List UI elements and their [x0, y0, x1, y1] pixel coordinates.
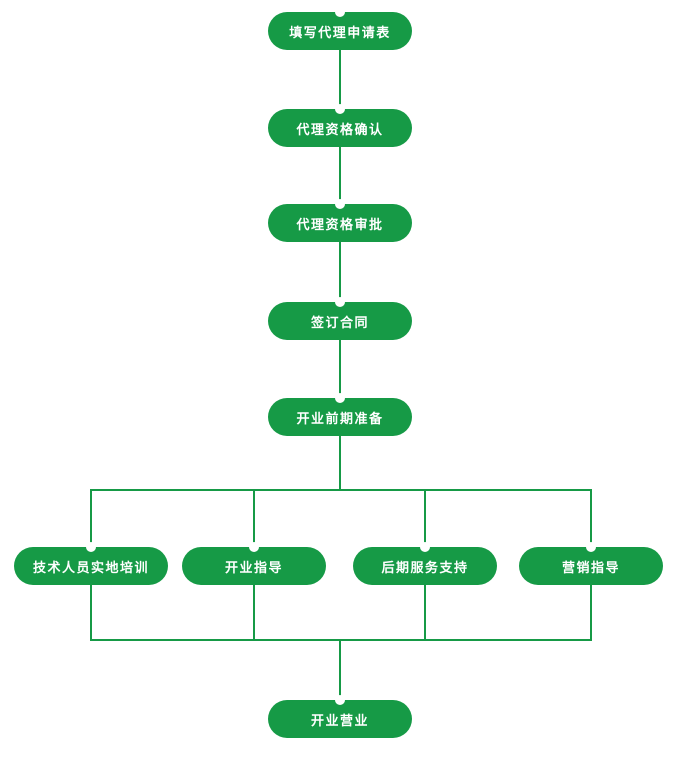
node-agent-qualification-confirm: 代理资格确认 [268, 104, 412, 147]
connector-rise-branch2 [253, 583, 255, 641]
connector-step5-branchline [339, 434, 341, 491]
connector-step2-step3 [339, 145, 341, 200]
connector-rise-branch1 [90, 583, 92, 641]
connector-branch-horizontal-top [90, 489, 592, 491]
node-label: 填写代理申请表 [289, 24, 391, 40]
node-sign-contract: 签订合同 [268, 297, 412, 340]
connector-drop-branch3 [424, 489, 426, 543]
connector-step1-step2 [339, 48, 341, 105]
node-label: 后期服务支持 [381, 559, 469, 575]
connector-branch-horizontal-bottom [90, 639, 592, 641]
connector-step4-step5 [339, 338, 341, 394]
node-label: 签订合同 [310, 314, 369, 330]
node-technical-staff-field-training: 技术人员实地培训 [14, 542, 168, 585]
node-pre-opening-preparation: 开业前期准备 [268, 393, 412, 436]
node-after-sales-service-support: 后期服务支持 [353, 542, 497, 585]
node-label: 开业前期准备 [296, 410, 384, 426]
node-fill-application-form: 填写代理申请表 [268, 7, 412, 50]
node-label: 营销指导 [561, 559, 620, 575]
node-label: 开业营业 [310, 712, 369, 728]
node-label: 技术人员实地培训 [32, 559, 149, 575]
connector-drop-branch4 [590, 489, 592, 543]
node-label: 代理资格确认 [296, 121, 384, 137]
connector-drop-branch2 [253, 489, 255, 543]
connector-rise-branch3 [424, 583, 426, 641]
node-open-for-business: 开业营业 [268, 695, 412, 738]
node-agent-qualification-approval: 代理资格审批 [268, 199, 412, 242]
connector-rise-branch4 [590, 583, 592, 641]
connector-step3-step4 [339, 240, 341, 298]
node-label: 开业指导 [224, 559, 283, 575]
node-label: 代理资格审批 [296, 216, 384, 232]
connector-merge-finalnode [339, 639, 341, 696]
node-marketing-guidance: 营销指导 [519, 542, 663, 585]
connector-drop-branch1 [90, 489, 92, 543]
node-opening-guidance: 开业指导 [182, 542, 326, 585]
